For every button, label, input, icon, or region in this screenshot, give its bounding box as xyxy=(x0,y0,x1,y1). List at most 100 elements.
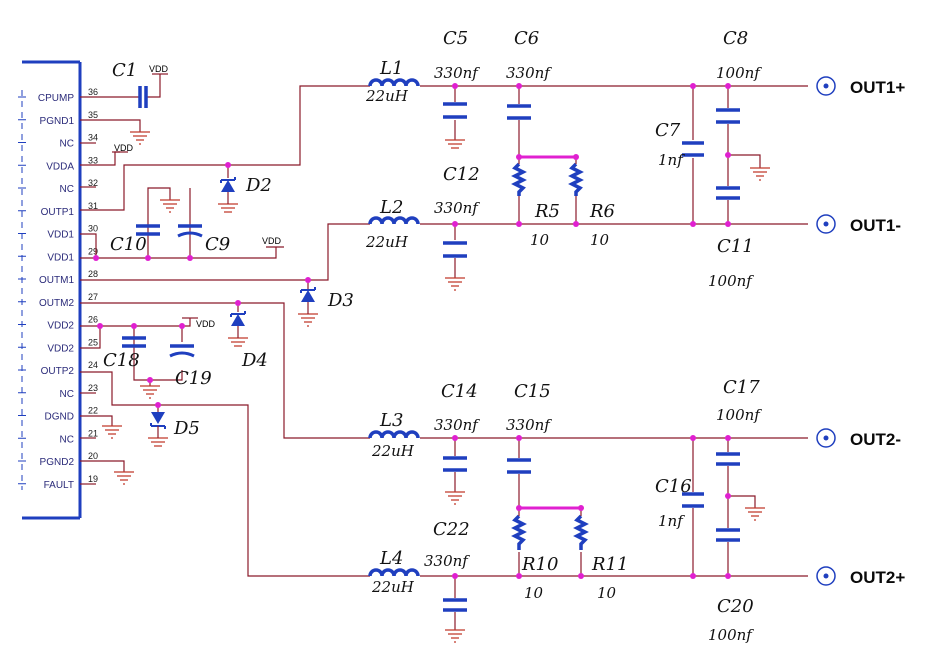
junction-dots xyxy=(93,83,731,579)
resistor-r6 xyxy=(568,162,584,196)
ic-pin-number: 29 xyxy=(88,246,98,256)
resistor-r10 xyxy=(511,514,527,550)
ic-pin-name: FAULT xyxy=(44,480,74,491)
ic-body xyxy=(21,60,82,520)
value-c17: 100nf xyxy=(716,406,762,424)
value-c14: 330nf xyxy=(434,416,480,434)
vdd-label-pin33: VDD xyxy=(114,143,134,153)
ic-pin-name: NC xyxy=(60,434,74,445)
ic-pin-name: CPUMP xyxy=(38,93,74,104)
ic-pin-number: 23 xyxy=(88,383,98,393)
label-c22: C22 xyxy=(433,519,470,540)
capacitor-c16 xyxy=(682,492,704,508)
component-labels: C1 C5 C6 C8 C7 C11 C12 C9 C10 C14 C15 C1… xyxy=(103,28,760,617)
label-c8: C8 xyxy=(723,28,748,49)
capacitor-c6 xyxy=(507,104,531,120)
resistors xyxy=(511,155,589,550)
output-terminals: OUT1+ OUT1- OUT2- OUT2+ xyxy=(816,76,905,587)
ic-pin-name: VDD2 xyxy=(47,321,74,332)
value-c7: 1nf xyxy=(658,151,685,169)
label-c12: C12 xyxy=(443,164,480,185)
ic-pin-name: PGND2 xyxy=(40,457,75,468)
ic-pin-number: 19 xyxy=(88,474,98,484)
label-c15: C15 xyxy=(514,381,551,402)
out1-minus-label: OUT1- xyxy=(850,216,901,235)
ic-pin-name: VDDA xyxy=(46,161,74,172)
resistor-r5 xyxy=(511,162,527,196)
capacitor-c14 xyxy=(443,456,467,472)
ic-pin: VDD2 26 xyxy=(18,315,98,332)
ic-pin: FAULT 19 xyxy=(18,474,98,491)
value-r6: 10 xyxy=(590,231,610,249)
label-d5: D5 xyxy=(173,418,200,439)
ic-pin-number: 21 xyxy=(88,428,98,438)
vdd-label-c1: VDD xyxy=(149,64,169,74)
ic-pin-number: 20 xyxy=(88,451,98,461)
ic-pin-number: 24 xyxy=(88,360,98,370)
label-c10: C10 xyxy=(110,234,147,255)
capacitor-c7 xyxy=(682,141,704,157)
out2-plus-label: OUT2+ xyxy=(850,568,905,587)
label-d4: D4 xyxy=(241,350,268,371)
ic-pin: PGND1 35 xyxy=(18,110,98,127)
vdd-labels: VDD VDD VDD VDD xyxy=(112,64,284,329)
diode-d4 xyxy=(230,311,246,338)
ic-pin: PGND2 20 xyxy=(18,451,98,468)
capacitor-c11 xyxy=(716,186,740,200)
ic-pin-name: VDD2 xyxy=(47,343,74,354)
out1-plus-label: OUT1+ xyxy=(850,78,905,97)
label-r5: R5 xyxy=(534,201,560,222)
ic-pin-number: 31 xyxy=(88,201,98,211)
capacitor-c15 xyxy=(507,458,531,474)
label-r11: R11 xyxy=(591,554,628,575)
ic-pin-name: OUTM1 xyxy=(39,275,74,286)
label-r10: R10 xyxy=(521,554,558,575)
ic-pin-number: 35 xyxy=(88,110,98,120)
value-c22: 330nf xyxy=(424,552,470,570)
label-c5: C5 xyxy=(443,28,468,49)
value-r10: 10 xyxy=(524,584,544,602)
ic-pin-number: 27 xyxy=(88,292,98,302)
value-l1: 22uH xyxy=(365,87,409,105)
value-c11: 100nf xyxy=(708,272,754,290)
value-l2: 22uH xyxy=(365,233,409,251)
value-c16: 1nf xyxy=(658,512,685,530)
capacitor-c20 xyxy=(716,528,740,542)
label-l1: L1 xyxy=(379,58,403,79)
ic-pin-name: VDD1 xyxy=(47,252,74,263)
ic-pin-name: OUTM2 xyxy=(39,298,74,309)
capacitor-c22 xyxy=(443,598,467,612)
out2-minus-label: OUT2- xyxy=(850,430,901,449)
ic-pin-name: NC xyxy=(60,139,74,150)
inductor-l2 xyxy=(368,216,420,225)
value-c8: 100nf xyxy=(716,64,762,82)
vdd-label-vdd1: VDD xyxy=(262,236,282,246)
ic-pin: VDD2 25 xyxy=(18,337,98,354)
ic-pins: CPUMP36PGND135NC34VDDA33NC32OUTP131VDD13… xyxy=(18,87,98,491)
capacitor-c5 xyxy=(443,102,467,119)
label-l2: L2 xyxy=(379,197,403,218)
capacitor-c17 xyxy=(716,452,740,466)
label-l3: L3 xyxy=(379,410,403,431)
ic-pin-name: PGND1 xyxy=(40,116,75,127)
capacitor-c10 xyxy=(136,224,160,236)
value-l4: 22uH xyxy=(371,578,415,596)
ic-pin: OUTM1 28 xyxy=(18,269,98,286)
diode-d2 xyxy=(220,177,236,204)
inductors xyxy=(368,78,420,577)
value-c15: 330nf xyxy=(506,416,552,434)
value-c12: 330nf xyxy=(434,199,480,217)
ic-pin-number: 26 xyxy=(88,315,98,325)
capacitor-c18 xyxy=(122,336,146,348)
ic-pin-number: 25 xyxy=(88,337,98,347)
ic-pin-name: DGND xyxy=(45,412,74,423)
resistor-r11 xyxy=(573,514,589,550)
diode-d3 xyxy=(300,287,316,314)
ic-pin-number: 28 xyxy=(88,269,98,279)
ic-pin: NC 21 xyxy=(18,428,98,445)
